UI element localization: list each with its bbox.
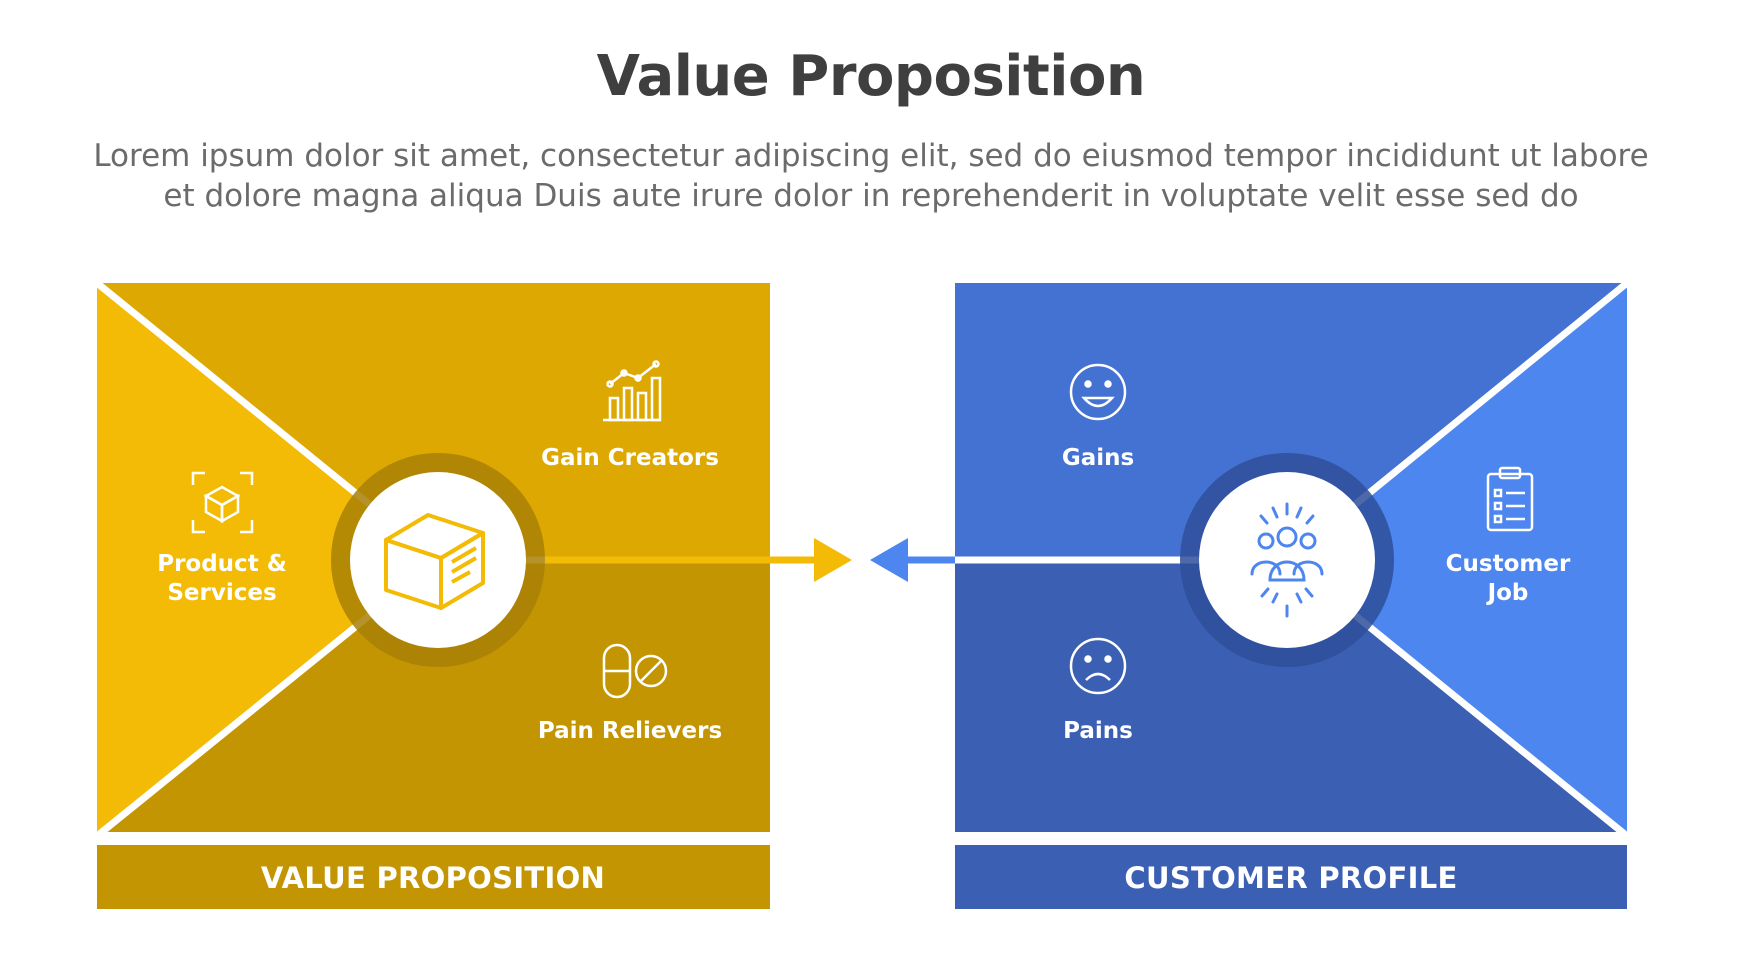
- gains-segment: [955, 283, 1627, 560]
- smile-icon: [1069, 363, 1127, 421]
- products-services-label-line-2: Services: [167, 580, 276, 606]
- customer-profile-footer-label: CUSTOMER PROFILE: [1124, 861, 1457, 895]
- bar-chart-icon: [603, 360, 662, 422]
- clipboard-icon: [1486, 466, 1534, 532]
- pains-label: Pains: [1063, 718, 1133, 744]
- pains-segment: [955, 560, 1627, 836]
- customer-profile-footer: [955, 845, 1627, 909]
- arrow-left-icon: [870, 538, 908, 582]
- box-icon: [384, 513, 485, 610]
- subtitle-line-2: et dolore magna aliqua Duis aute irure d…: [163, 178, 1579, 214]
- pain-relievers-segment: [97, 560, 770, 836]
- products-services-label-line-1: Product &: [157, 551, 287, 577]
- arrow-right-icon: [814, 538, 852, 582]
- page-title: Value Proposition: [596, 44, 1146, 109]
- products-services-segment: [97, 283, 438, 836]
- value-proposition-footer: [97, 845, 770, 909]
- sad-face-icon: [1069, 637, 1127, 695]
- customer-job-label-line-2: Job: [1486, 580, 1529, 606]
- center-circle: [350, 472, 526, 648]
- value-proposition-square: VALUE PROPOSITION Gain Creators: [94, 280, 770, 909]
- center-circle: [1199, 472, 1375, 648]
- box-scan-icon: [191, 471, 254, 534]
- value-proposition-footer-label: VALUE PROPOSITION: [261, 861, 605, 895]
- left-arrow-connector: [545, 538, 852, 582]
- customer-job-segment: [1287, 283, 1627, 836]
- pain-relievers-label: Pain Relievers: [538, 718, 722, 744]
- gain-creators-label: Gain Creators: [541, 445, 719, 471]
- subtitle-line-1: Lorem ipsum dolor sit amet, consectetur …: [93, 138, 1649, 174]
- gains-label: Gains: [1062, 445, 1134, 471]
- pill-icon: [602, 643, 668, 699]
- page-subtitle: Lorem ipsum dolor sit amet, consectetur …: [60, 136, 1682, 216]
- people-icon: [1250, 502, 1324, 618]
- gain-creators-segment: [97, 283, 770, 560]
- customer-job-label-line-1: Customer: [1446, 551, 1571, 577]
- customer-profile-square: CUSTOMER PROFILE Gains: [955, 280, 1630, 909]
